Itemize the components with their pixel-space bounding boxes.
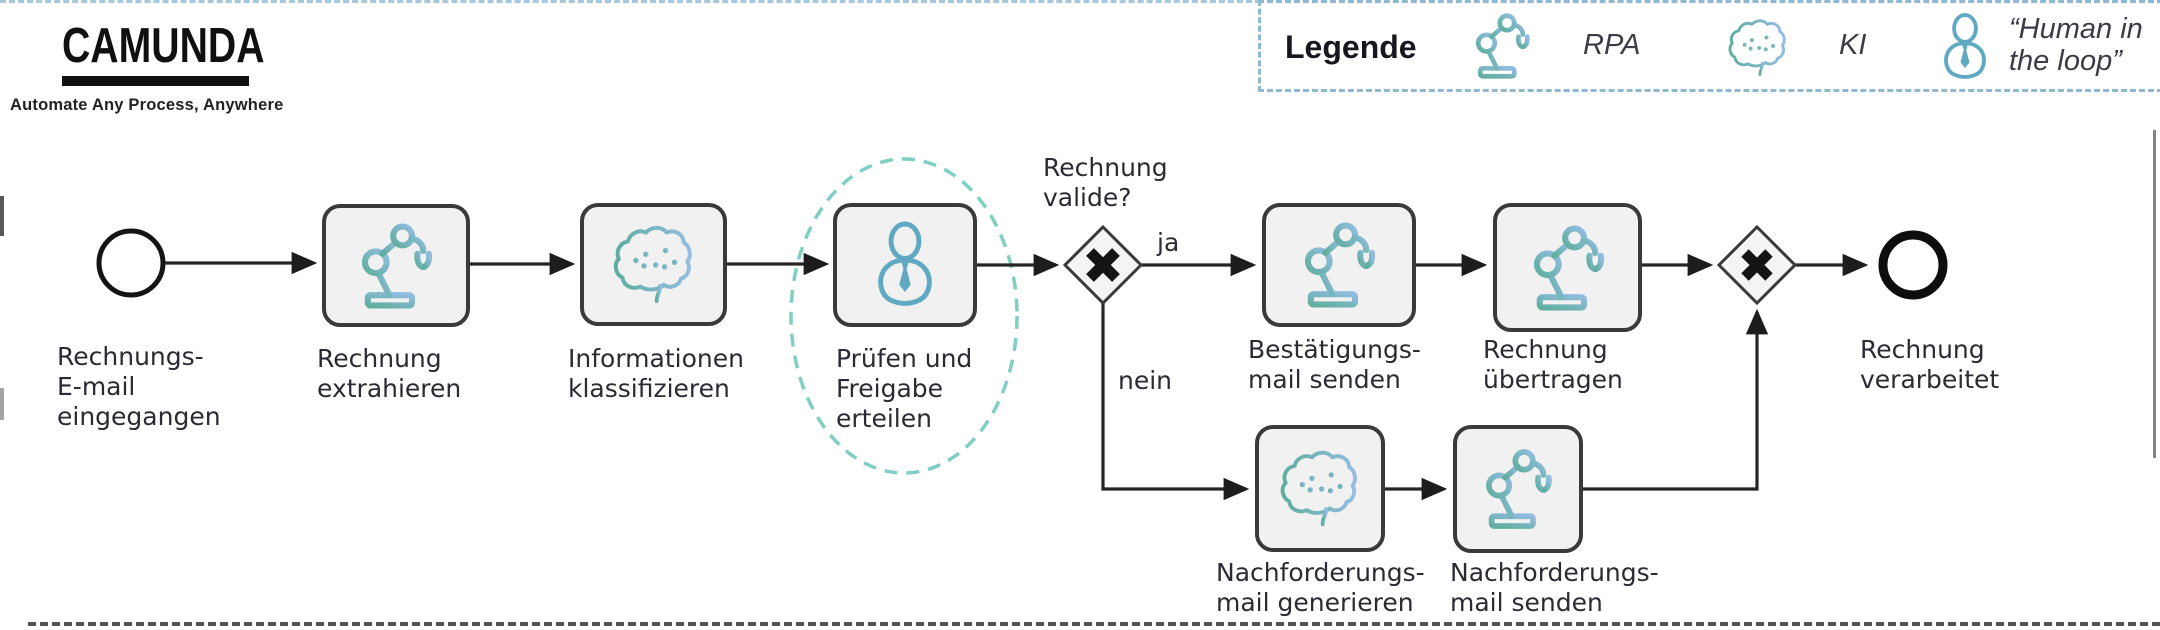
task-label-bestaetigungsmail: Bestätigungs- mail senden (1248, 335, 1421, 394)
task-label-klassifizieren: Informationen klassifizieren (568, 344, 744, 403)
task-nachforderungsmail-generieren (1255, 425, 1385, 552)
logo-tagline: Automate Any Process, Anywhere (10, 96, 284, 114)
camunda-logo-text: CAMUNDA (62, 19, 265, 73)
task-label-pruefen: Prüfen und Freigabe erteilen (836, 344, 973, 433)
left-edge-artifact (0, 388, 4, 420)
exclusive-gateway-merge (1716, 224, 1798, 306)
task-pruefen-und-freigabe (833, 203, 977, 327)
rpa-robot-arm-icon (1521, 221, 1615, 315)
legend-title: Legende (1285, 29, 1417, 65)
legend-box: Legende RPA KI “Human in the loop” (1258, 0, 2160, 92)
start-event (96, 228, 166, 298)
rpa-robot-arm-icon (1292, 218, 1386, 312)
bottom-dashed-divider (28, 622, 2160, 626)
right-edge-artifact (2153, 130, 2156, 458)
gateway-label: Rechnung valide? (1043, 153, 1168, 212)
flow-label-nein: nein (1118, 366, 1173, 395)
camunda-logo-underline (62, 76, 249, 86)
rpa-robot-arm-icon (349, 219, 443, 313)
human-task-highlight-ellipse (789, 157, 1019, 475)
flow-nein-to-generate (1101, 303, 1250, 501)
left-edge-artifact (0, 196, 4, 236)
task-label-nachforderung-generieren: Nachforderungs- mail generieren (1216, 558, 1425, 617)
task-rechnung-uebertragen (1493, 203, 1642, 332)
gateway-x-marker (1086, 248, 1120, 282)
legend-label-rpa: RPA (1583, 29, 1641, 61)
task-informationen-klassifizieren (580, 203, 727, 326)
task-rechnung-extrahieren (322, 204, 470, 327)
task-label-nachforderung-senden: Nachforderungs- mail senden (1450, 558, 1659, 617)
ki-brain-icon (1272, 445, 1368, 533)
camunda-logo: CAMUNDA (62, 22, 315, 86)
exclusive-gateway-split (1062, 224, 1144, 306)
rpa-robot-arm-icon (1474, 444, 1562, 534)
sequence-flows (164, 251, 1869, 501)
task-bestaetigungsmail-senden (1262, 203, 1416, 327)
flow-send-to-merge (1583, 308, 1769, 491)
end-event-label: Rechnung verarbeitet (1860, 335, 2000, 394)
start-event-label: Rechnungs- E-mail eingegangen (57, 342, 221, 431)
task-label-extrahieren: Rechnung extrahieren (317, 344, 462, 403)
legend-label-ki: KI (1839, 29, 1867, 61)
gateway-x-marker (1741, 249, 1773, 281)
flow-label-ja: ja (1157, 228, 1180, 257)
ki-brain-icon (604, 220, 704, 310)
task-label-uebertragen: Rechnung übertragen (1483, 335, 1623, 394)
task-nachforderungsmail-senden (1453, 425, 1583, 553)
legend-label-human: “Human in the loop” (2009, 13, 2143, 78)
top-dashed-divider (0, 0, 1261, 3)
human-in-the-loop-icon (864, 217, 946, 313)
end-event (1878, 230, 1948, 300)
